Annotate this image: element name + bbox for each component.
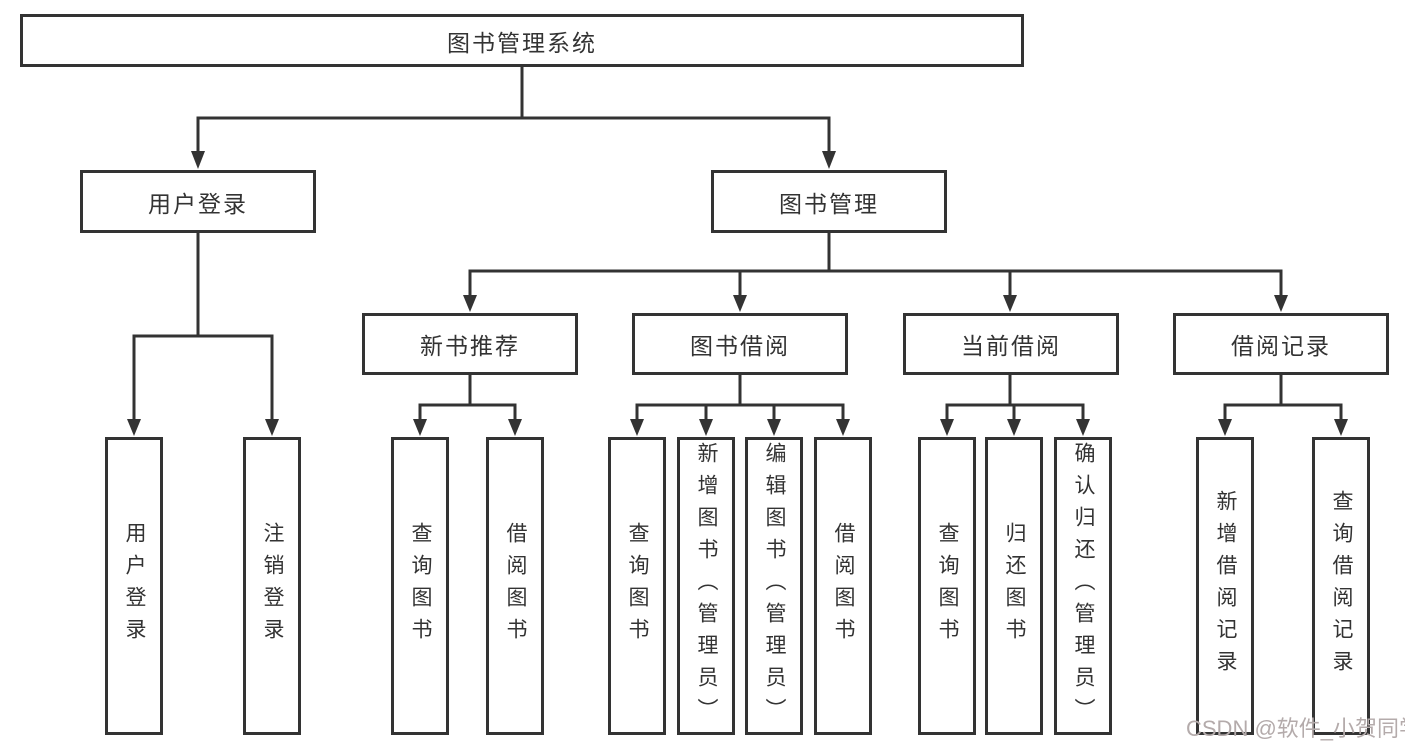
node-book-borrow-label: 图书借阅 — [690, 333, 790, 359]
node-leaf-borrow-books: 借阅图书 — [814, 437, 872, 735]
node-leaf-query-borrow-record-label: 查询借阅记录 — [1330, 490, 1353, 682]
node-leaf-user-login: 用户登录 — [105, 437, 163, 735]
node-book-borrow: 图书借阅 — [632, 313, 848, 375]
node-leaf-query-books-borrow-label: 查询图书 — [626, 522, 649, 650]
node-leaf-borrow-books-recommend-label: 借阅图书 — [504, 522, 527, 650]
node-leaf-return-books-label: 归还图书 — [1003, 522, 1026, 650]
node-user-login: 用户登录 — [80, 170, 316, 233]
node-leaf-query-books-current-label: 查询图书 — [936, 522, 959, 650]
node-leaf-borrow-books-label: 借阅图书 — [832, 522, 855, 650]
node-current-borrow-label: 当前借阅 — [961, 333, 1061, 359]
node-leaf-query-books-current: 查询图书 — [918, 437, 976, 735]
node-leaf-logout-label: 注销登录 — [261, 522, 284, 650]
csdn-watermark: CSDN @软件_小贺同学 — [1186, 716, 1405, 741]
node-root: 图书管理系统 — [20, 14, 1024, 67]
node-leaf-edit-books-admin: 编辑图书（管理员） — [745, 437, 803, 735]
arrowheads — [127, 151, 1348, 436]
node-leaf-borrow-books-recommend: 借阅图书 — [486, 437, 544, 735]
node-leaf-query-borrow-record: 查询借阅记录 — [1312, 437, 1370, 735]
node-leaf-logout: 注销登录 — [243, 437, 301, 735]
connector-strokes — [132, 65, 1343, 423]
node-new-book-recommend: 新书推荐 — [362, 313, 578, 375]
node-leaf-add-borrow-record: 新增借阅记录 — [1196, 437, 1254, 735]
node-book-management: 图书管理 — [711, 170, 947, 233]
node-leaf-confirm-return-admin: 确认归还（管理员） — [1054, 437, 1112, 735]
node-borrow-records-label: 借阅记录 — [1231, 333, 1331, 359]
node-user-login-label: 用户登录 — [148, 190, 248, 217]
node-current-borrow: 当前借阅 — [903, 313, 1119, 375]
node-book-management-label: 图书管理 — [779, 190, 879, 217]
node-leaf-user-login-label: 用户登录 — [123, 522, 146, 650]
node-leaf-edit-books-admin-label: 编辑图书（管理员） — [763, 442, 786, 730]
node-leaf-query-books-recommend-label: 查询图书 — [409, 522, 432, 650]
node-leaf-add-books-admin: 新增图书（管理员） — [677, 437, 735, 735]
node-new-book-recommend-label: 新书推荐 — [420, 333, 520, 359]
node-leaf-query-books-borrow: 查询图书 — [608, 437, 666, 735]
node-leaf-return-books: 归还图书 — [985, 437, 1043, 735]
node-root-label: 图书管理系统 — [447, 29, 597, 56]
node-borrow-records: 借阅记录 — [1173, 313, 1389, 375]
node-leaf-add-books-admin-label: 新增图书（管理员） — [695, 442, 718, 730]
node-leaf-query-books-recommend: 查询图书 — [391, 437, 449, 735]
node-leaf-confirm-return-admin-label: 确认归还（管理员） — [1072, 442, 1095, 730]
node-leaf-add-borrow-record-label: 新增借阅记录 — [1214, 490, 1237, 682]
